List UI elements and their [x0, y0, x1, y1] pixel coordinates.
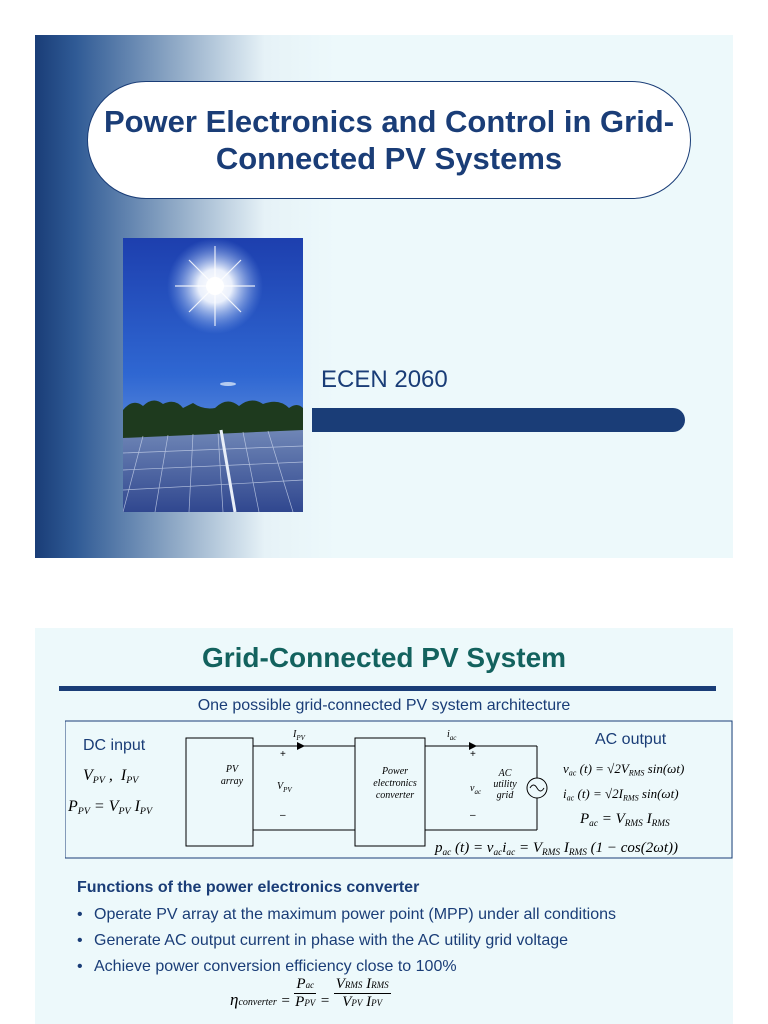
pv-minus-sign: – — [280, 810, 286, 821]
list-item: Generate AC output current in phase with… — [77, 928, 616, 954]
ac-power-equation: Pac = VRMS IRMS — [580, 811, 670, 829]
system-slide: Grid-Connected PV System One possible gr… — [35, 628, 733, 1024]
v-ac-label: vac — [470, 783, 481, 796]
i-pv-label: IPV — [293, 729, 305, 742]
list-item: Operate PV array at the maximum power po… — [77, 902, 616, 928]
slide-title: Power Electronics and Control in Grid-Co… — [88, 103, 690, 177]
converter-label: Power electronics converter — [355, 766, 435, 802]
pv-array-label: PV array — [212, 764, 252, 788]
solar-panel-photo — [123, 238, 303, 512]
dc-quantities-equation: VPV , IPV — [83, 767, 138, 786]
i-ac-label: iac — [447, 729, 456, 742]
v-pv-label: VPV — [277, 781, 292, 794]
ac-plus-sign: + — [470, 749, 476, 760]
title-rule — [59, 686, 716, 691]
efficiency-equation: ηconverter = Pac PPV = VRMS IRMS VPV IPV — [230, 976, 391, 1011]
ac-output-label: AC output — [595, 731, 666, 749]
dc-power-equation: PPV = VPV IPV — [68, 798, 152, 817]
course-code: ECEN 2060 — [321, 366, 448, 394]
title-slide: Power Electronics and Control in Grid-Co… — [35, 35, 733, 558]
functions-list: Operate PV array at the maximum power po… — [77, 902, 616, 980]
title-box: Power Electronics and Control in Grid-Co… — [87, 81, 691, 199]
pv-plus-sign: + — [280, 749, 286, 760]
ac-voltage-equation: vac (t) = √2VRMS sin(ωt) — [563, 761, 684, 777]
ac-minus-sign: – — [470, 810, 476, 821]
instantaneous-power-equation: pac (t) = vaciac = VRMS IRMS (1 − cos(2ω… — [435, 840, 678, 858]
slide-title: Grid-Connected PV System — [35, 642, 733, 674]
slide-subtitle: One possible grid-connected PV system ar… — [35, 697, 733, 715]
decorative-bar — [312, 408, 685, 432]
ac-current-equation: iac (t) = √2IRMS sin(ωt) — [563, 786, 679, 802]
functions-heading: Functions of the power electronics conve… — [77, 879, 419, 897]
dc-input-label: DC input — [83, 737, 145, 755]
grid-label: AC utility grid — [485, 768, 525, 801]
